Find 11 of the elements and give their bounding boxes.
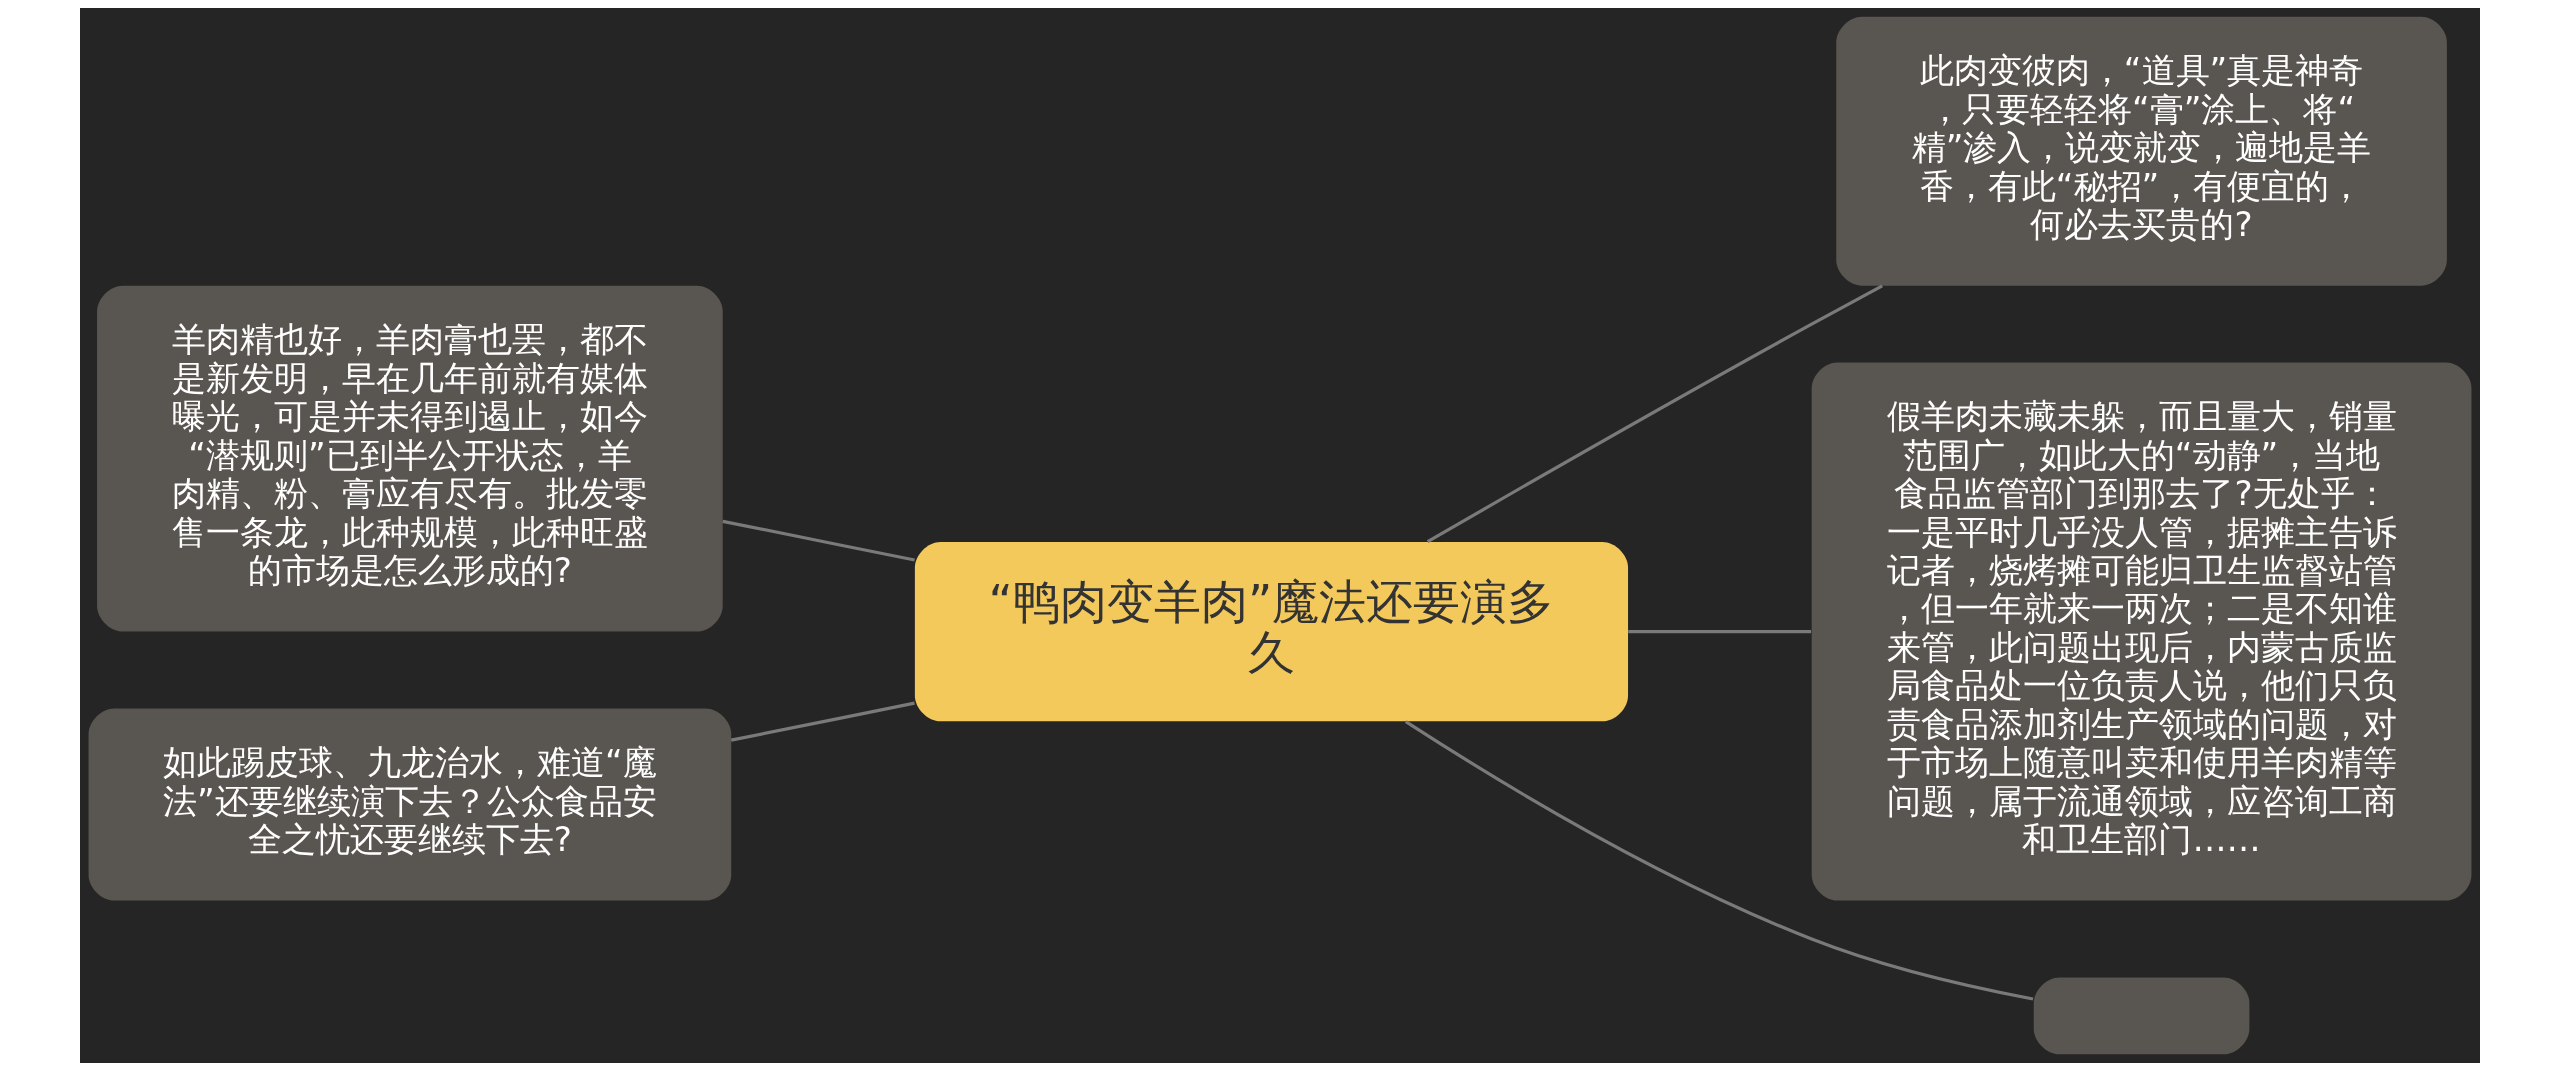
- node-box: 假羊肉未藏未躲，而且量大，销量范围广，如此大的“动静”，当地食品监管部门到那去了?无处乎：一是平时几乎没人管，据摊主告诉记者，烧烤摊可能归卫生监督站管，但一年就来一两次；二是不知谁来管，此问题出现后，内蒙古质监局食品处一位负责人说，他们只负责食品添加剂生产领域的问题，对于市场上随意叫卖和使用羊肉精等问题，属于流通领域，应咨询工商和卫生部门……: [1811, 362, 2472, 901]
- connector: [1426, 284, 1883, 544]
- connector: [1628, 630, 1812, 634]
- node-box: 此肉变彼肉，“道具”真是神奇，只要轻轻将“膏”涂上、将“精”渗入，说变就变，遍地是羊香，有此“秘招”，有便宜的，何必去买贵的?: [1836, 16, 2447, 286]
- node-box: 如此踢皮球、九龙治水，难道“魔法”还要继续演下去？公众食品安全之忧还要继续下去?: [88, 708, 732, 901]
- connector: [1404, 720, 2034, 1001]
- connector: [722, 519, 915, 562]
- node-box: 羊肉精也好，羊肉膏也罢，都不是新发明，早在几年前就有媒体曝光，可是并未得到遏止，如今“潜规则”已到半公开状态，羊肉精、粉、膏应有尽有。批发零售一条龙，此种规模，此种旺盛的市场是怎么形成的?: [97, 285, 723, 632]
- node-box: “鸭肉变羊肉”魔法还要演多久: [914, 541, 1629, 722]
- connector: [730, 701, 915, 742]
- node-box: [2033, 977, 2250, 1055]
